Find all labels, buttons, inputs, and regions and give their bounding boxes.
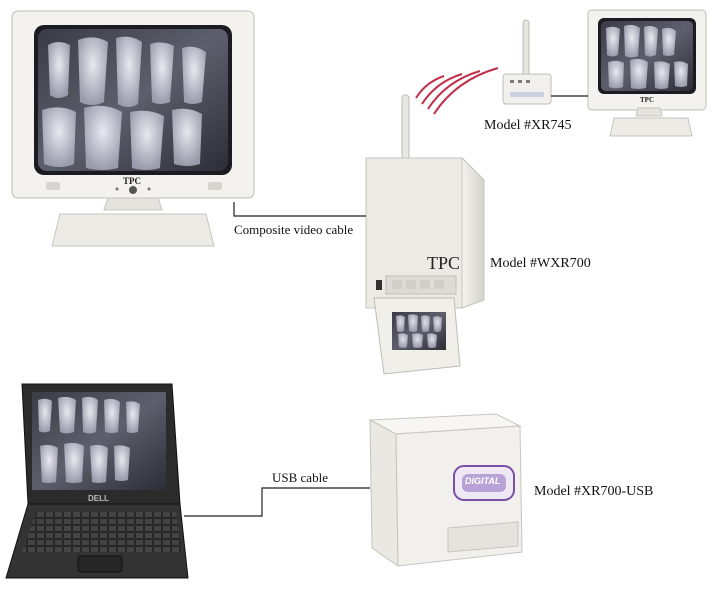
composite-cable-line <box>233 202 366 217</box>
monitor-brand: TPC <box>123 176 141 186</box>
wxr700-scanner <box>364 94 486 375</box>
laptop <box>5 383 189 579</box>
speaker-grill-right <box>208 182 222 190</box>
power-button[interactable] <box>129 186 137 194</box>
xray-teeth-large <box>42 36 206 170</box>
label-xr745: Model #XR745 <box>484 118 572 133</box>
label-wxr700: Model #WXR700 <box>490 256 591 271</box>
large-monitor <box>11 10 255 247</box>
small-monitor-brand: TPC <box>640 96 654 104</box>
wireless-receiver <box>502 19 552 105</box>
xr700-usb-scanner <box>368 413 523 567</box>
cables <box>184 95 588 517</box>
xray-teeth-small <box>606 24 688 89</box>
usb-cable-line <box>184 487 370 517</box>
laptop-brand: DELL <box>88 494 109 503</box>
scanner-brand: TPC <box>427 253 461 273</box>
wireless-signal-waves <box>415 67 499 115</box>
label-xr700-usb: Model #XR700-USB <box>534 484 654 499</box>
speaker-grill-left <box>46 182 60 190</box>
small-monitor <box>587 9 707 137</box>
digital-badge: DIGITAL <box>465 476 501 486</box>
label-usb-cable: USB cable <box>272 470 328 485</box>
label-composite-cable: Composite video cable <box>234 222 354 237</box>
